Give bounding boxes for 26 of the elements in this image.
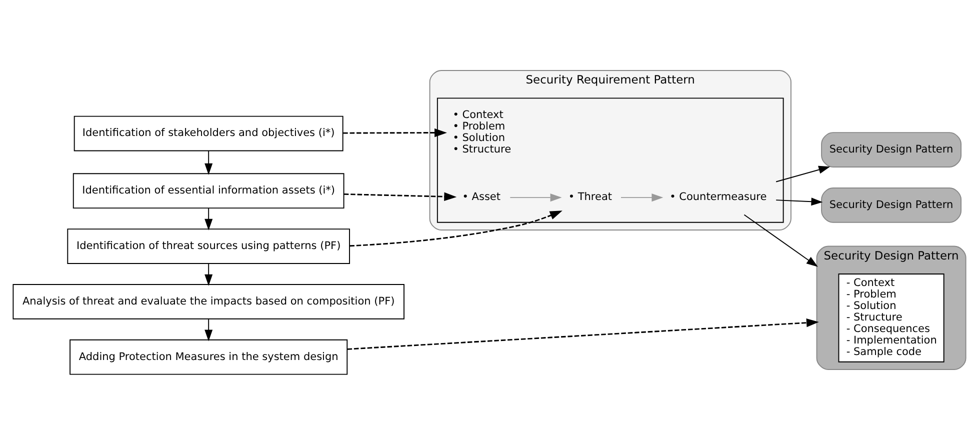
arrow — [204, 150, 213, 174]
node-box: Identification of essential information assets (i*) — [72, 172, 344, 208]
node-text: • Asset — [462, 190, 501, 203]
arrow — [776, 197, 823, 206]
node-text: • Context • Problem • Solution • Structure — [452, 108, 512, 155]
arrow — [744, 214, 818, 266]
arrow — [620, 193, 664, 202]
arrow — [510, 193, 562, 202]
arrow — [204, 262, 213, 286]
arrow — [204, 318, 213, 341]
arrow — [344, 192, 457, 200]
cluster — [436, 97, 784, 222]
arrow — [204, 207, 213, 230]
arrow — [343, 128, 447, 137]
node-box: Security Design Pattern — [821, 187, 962, 222]
node-text: • Threat — [568, 190, 612, 203]
node-box: Identification of stakeholders and objectives (i*) — [74, 115, 344, 151]
arrow — [350, 210, 562, 246]
node-box: Security Design Pattern — [821, 132, 962, 167]
node-box: Analysis of threat and evaluate the impacts based on composition (PF) — [12, 284, 404, 319]
node-box: Identification of threat sources using patterns (PF) — [67, 228, 350, 264]
arrow — [347, 318, 819, 350]
node-box: - Context - Problem - Solution - Structure - Consequences - Implementation - Sample code — [838, 273, 944, 362]
node-text: • Countermeasure — [670, 190, 767, 203]
arrow — [776, 165, 830, 182]
node-box: Adding Protection Measures in the system design — [70, 338, 348, 374]
